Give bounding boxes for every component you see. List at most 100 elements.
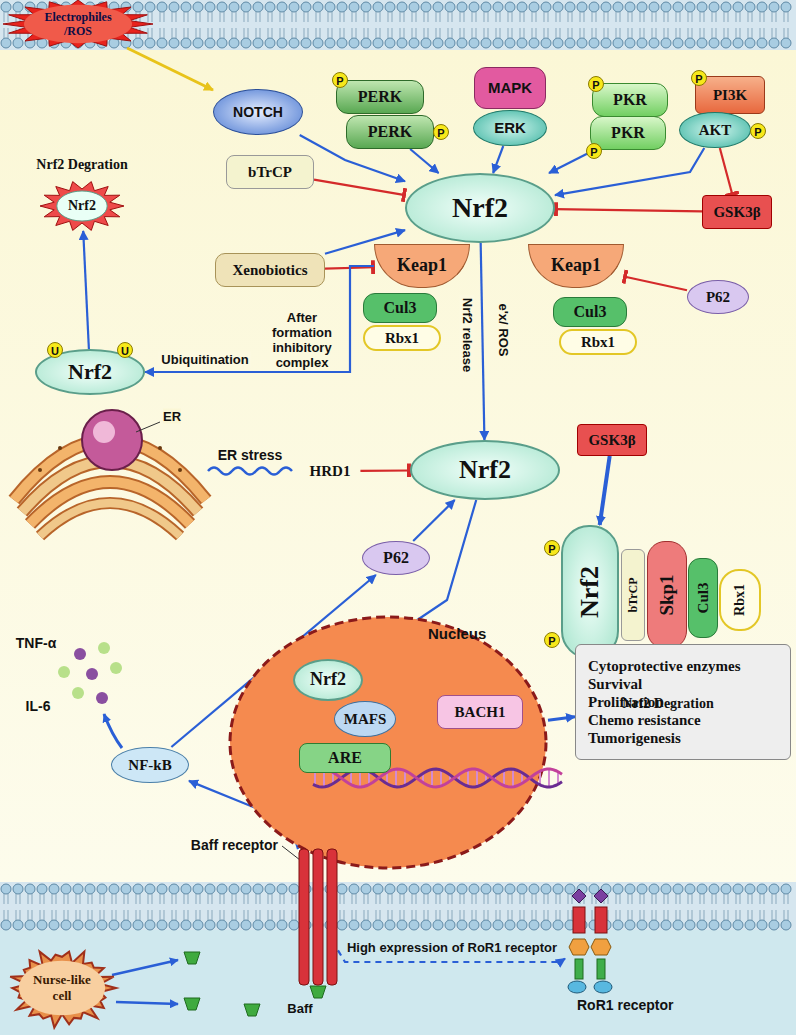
art-line [220,12,221,22]
art-line [656,28,657,38]
nucleus-region: NucleusNrf2MAFSAREBACH1 [228,615,548,870]
art-circle [541,884,551,894]
art-circle [217,38,227,48]
art-line [632,894,633,904]
art-line [172,12,173,22]
art-line [568,28,569,38]
art-circle [421,920,431,930]
node-label: Keap1 [397,255,447,277]
art-line [80,910,81,920]
art-line [244,28,245,38]
art-circle [265,38,275,48]
art-circle [433,884,443,894]
node-label: MAFS [344,710,387,728]
art-circle [169,38,179,48]
art-line [164,910,165,920]
art-line [532,894,533,904]
art-circle [409,920,419,930]
art-circle [433,38,443,48]
art-line [172,894,173,904]
node-label: ARE [328,748,362,767]
art-line [172,28,173,38]
art-circle [517,920,527,930]
art-line [88,910,89,920]
art-circle [241,920,251,930]
art-line [536,28,537,38]
art-line [340,12,341,22]
art-circle [25,884,35,894]
art-line [272,894,273,904]
art-line [344,28,345,38]
art-line [692,12,693,22]
art-circle [457,38,467,48]
art-circle [205,2,215,12]
art-line [292,12,293,22]
art-line [392,894,393,904]
modification-badge: P [750,123,766,139]
art-line [548,28,549,38]
art-circle [769,920,779,930]
art-line [548,12,549,22]
art-circle [289,920,299,930]
art-circle [733,2,743,12]
art-circle [673,920,683,930]
art-line [640,910,641,920]
stressor-burst: Electrophiles /ROS [3,0,153,48]
art-line [400,12,401,22]
node-label: ERK [494,119,526,137]
art-line [8,12,9,22]
art-line [208,28,209,38]
art-line [572,28,573,38]
art-circle [457,920,467,930]
art-circle [493,38,503,48]
art-line [8,28,9,38]
art-line [680,910,681,920]
art-line [452,28,453,38]
signal-connector [555,148,704,195]
art-circle [373,920,383,930]
art-line [332,12,333,22]
art-circle [661,920,671,930]
art-line [44,894,45,904]
art-circle [277,920,287,930]
art-line [748,894,749,904]
node-label: Nurse-like cell [24,972,100,1003]
art-line [488,28,489,38]
art-line [236,28,237,38]
art-line [28,910,29,920]
art-line [748,910,749,920]
art-circle [445,38,455,48]
art-path [572,889,608,903]
art-line [788,910,789,920]
modification-badge: U [47,342,63,358]
art-path [40,182,124,231]
node-label: Keap1 [551,255,601,277]
node-label: NOTCH [233,104,283,121]
art-circle [481,920,491,930]
art-line [496,910,497,920]
art-line [724,910,725,920]
art-line [296,28,297,38]
art-line [788,28,789,38]
art-line [508,12,509,22]
art-line [224,12,225,22]
art-circle [493,884,503,894]
art-line [280,894,281,904]
art-line [292,910,293,920]
annotation-text: ER [163,409,181,424]
art-line [400,910,401,920]
art-line [220,894,221,904]
art-line [548,894,549,904]
art-line [380,910,381,920]
art-line [220,910,221,920]
art-line [188,894,189,904]
art-line [700,12,701,22]
art-circle [697,884,707,894]
art-g [1,2,791,930]
kinase-box: GSK3β [702,195,772,229]
art-line [560,28,561,38]
art-circle [133,38,143,48]
art-line [520,28,521,38]
art-circle [85,920,95,930]
node-label: Rbx1 [732,584,749,616]
